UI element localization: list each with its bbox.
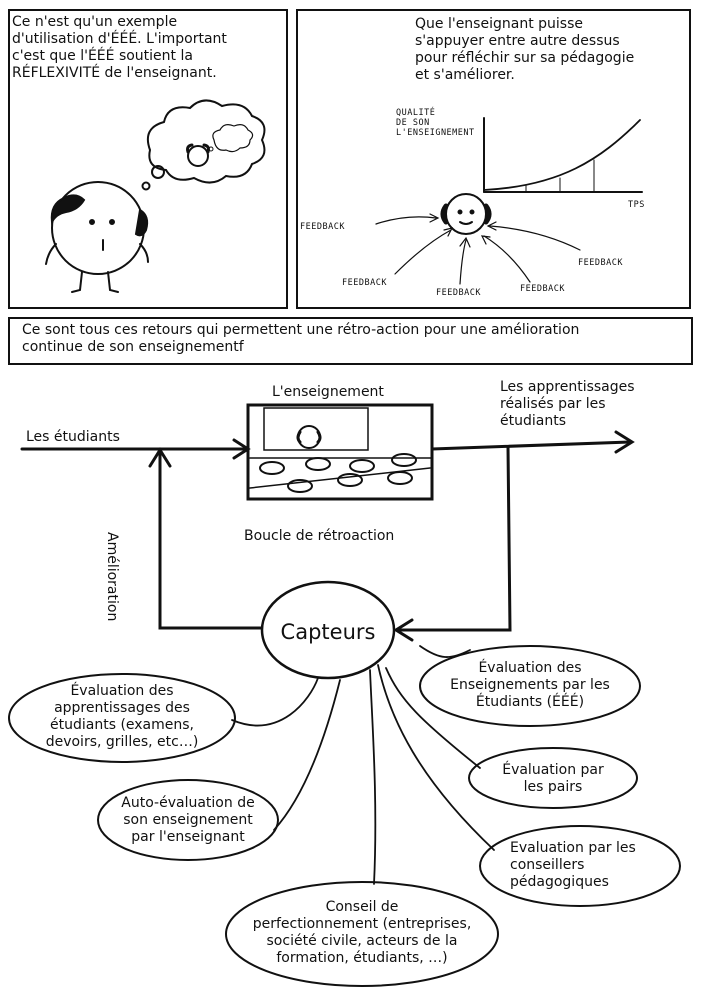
feedback-loop-label: Boucle de rétroaction xyxy=(244,528,395,544)
ellipse-eee xyxy=(419,645,641,727)
panel3-caption: Ce sont tous ces retours qui permettent … xyxy=(22,322,580,355)
ellipse-conseil xyxy=(225,881,499,987)
learning-outcomes-label: Les apprentissages réalisés par les étud… xyxy=(500,379,635,429)
panel2-caption: Que l'enseignant puisse s'appuyer entre … xyxy=(415,16,635,83)
teaching-box xyxy=(246,403,434,501)
panel1-caption: Ce n'est qu'un exemple d'utilisation d'É… xyxy=(12,14,227,81)
graph-x-label: TPS xyxy=(628,200,645,210)
improvement-label: Amélioration xyxy=(104,532,120,622)
teacher-head-icon xyxy=(440,193,492,235)
feedback-label-4: FEEDBACK xyxy=(520,284,565,294)
ellipse-conseillers xyxy=(479,825,681,907)
ellipse-pairs xyxy=(468,747,638,809)
comic-panel-2 xyxy=(296,9,691,309)
quality-graph xyxy=(483,117,643,193)
teacher-character xyxy=(45,181,149,293)
comic-panel-3 xyxy=(8,317,693,365)
sensor-conseil: Conseil de perfectionnement (entreprises… xyxy=(252,899,472,966)
ellipse-eval-apprentissages xyxy=(8,673,236,763)
sensor-pairs: Évaluation par les pairs xyxy=(502,762,604,795)
feedback-label-5: FEEDBACK xyxy=(578,258,623,268)
graph-y-label: QUALITÉ DE SON L'ENSEIGNEMENT xyxy=(396,108,475,138)
sensor-auto-evaluation: Auto-évaluation de son enseignement par … xyxy=(121,795,255,845)
feedback-label-1: FEEDBACK xyxy=(300,222,345,232)
feedback-label-3: FEEDBACK xyxy=(436,288,481,298)
sensor-eval-apprentissages: Évaluation des apprentissages des étudia… xyxy=(45,683,199,750)
sensor-conseillers: Evaluation par les conseillers pédagogiq… xyxy=(510,840,636,890)
main-flow-arrows xyxy=(20,430,635,460)
feedback-arrows xyxy=(375,213,581,285)
sensor-eee: Évaluation des Enseignements par les Étu… xyxy=(450,660,610,710)
sensor-connectors xyxy=(231,645,495,885)
sensors-circle xyxy=(260,580,396,680)
sensors-label: Capteurs xyxy=(280,620,376,644)
ellipse-auto-evaluation xyxy=(97,779,279,861)
feedback-label-2: FEEDBACK xyxy=(342,278,387,288)
students-label: Les étudiants xyxy=(26,429,120,445)
thought-bubble xyxy=(141,99,266,191)
teaching-label: L'enseignement xyxy=(272,384,384,400)
feedback-loop-path xyxy=(148,445,512,642)
